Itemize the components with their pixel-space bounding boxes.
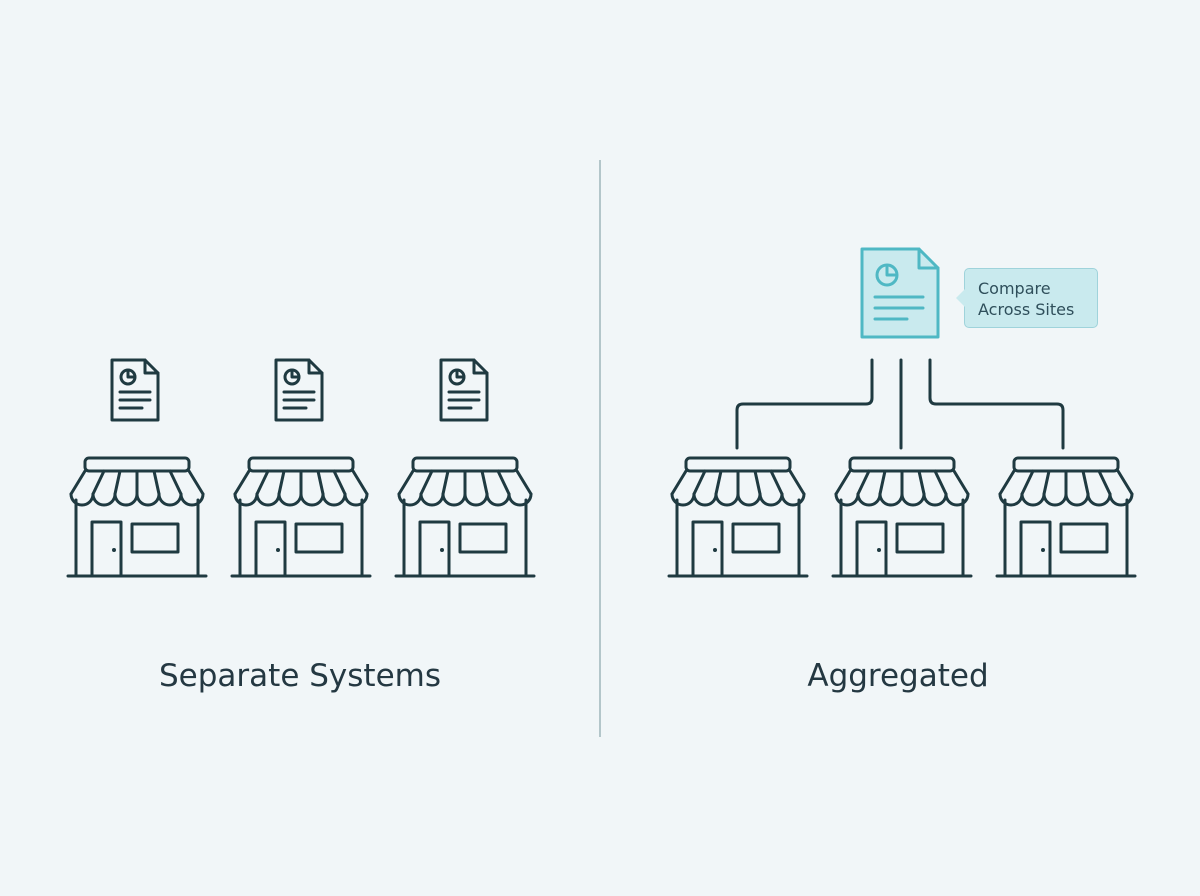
storefront-icon xyxy=(831,456,973,578)
report-document-icon xyxy=(274,358,324,422)
storefront-icon xyxy=(995,456,1137,578)
report-document-icon xyxy=(110,358,160,422)
storefront-icon xyxy=(230,456,372,578)
storefront-icon xyxy=(667,456,809,578)
aggregated-report-icon xyxy=(860,247,940,339)
compare-callout: Compare Across Sites xyxy=(956,268,1098,328)
separate-systems-caption: Separate Systems xyxy=(159,658,441,694)
storefront-icon xyxy=(66,456,208,578)
callout-line-2: Across Sites xyxy=(978,300,1075,319)
report-document-icon xyxy=(439,358,489,422)
aggregated-group xyxy=(667,247,1137,578)
connector-lines xyxy=(735,358,1065,450)
callout-pointer xyxy=(956,289,965,307)
separate-systems-group xyxy=(66,358,536,578)
callout-line-1: Compare xyxy=(978,279,1051,298)
storefront-icon xyxy=(394,456,536,578)
aggregated-caption: Aggregated xyxy=(807,658,989,694)
